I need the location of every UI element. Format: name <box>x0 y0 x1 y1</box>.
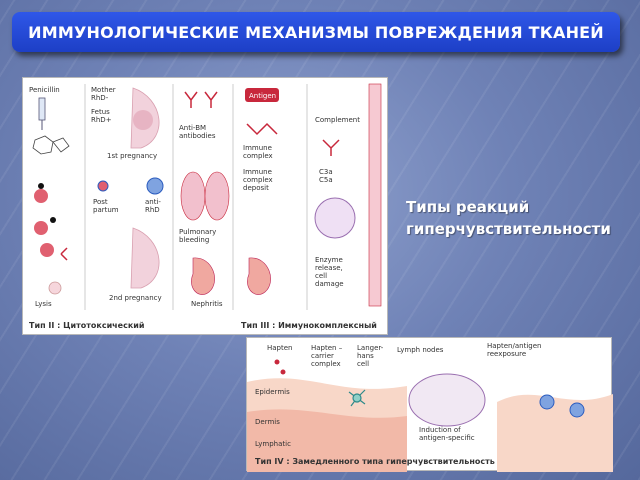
b-cell-icon <box>146 177 164 195</box>
complement-icon <box>322 139 340 156</box>
label-induction-1: Induction of <box>419 426 461 434</box>
kidney-icon <box>191 257 215 295</box>
label-langerhans-1: Langer- <box>357 344 384 352</box>
neutrophil-icon <box>314 197 356 239</box>
label-rhd-minus: RhD- <box>91 94 109 102</box>
caption-type-2: Тип II : Цитотоксический <box>29 321 144 330</box>
hapten-dot <box>38 183 44 189</box>
label-langerhans-3: cell <box>357 360 369 368</box>
hapten-dot <box>280 369 286 375</box>
label-mother: Mother <box>91 86 116 94</box>
epidermis-layer <box>497 394 613 472</box>
label-reexposure-1: Hapten/antigen <box>487 342 541 350</box>
label-hapten-carrier-1: Hapten – <box>311 344 343 352</box>
label-langerhans-2: hans <box>357 352 374 360</box>
label-lysis: Lysis <box>35 300 52 308</box>
label-pulmonary-1: Pulmonary <box>179 228 216 236</box>
red-cell <box>34 221 48 235</box>
label-c3a: C3a <box>319 168 333 176</box>
label-immune-complex-1: Immune <box>243 144 272 152</box>
antibody-icon <box>184 91 218 108</box>
pregnant-belly <box>130 227 160 289</box>
penicillin-molecule-icon <box>32 135 70 155</box>
langerhans-cell-icon <box>348 389 366 407</box>
label-nephritis: Nephritis <box>191 300 223 308</box>
label-post: Post <box>93 198 108 206</box>
label-lymph-nodes: Lymph nodes <box>397 346 444 354</box>
side-label: Типы реакций гиперчувствительности <box>406 196 626 240</box>
label-enzyme-4: damage <box>315 280 344 288</box>
label-dermis: Dermis <box>255 418 280 426</box>
figure-type-4-drawing: Hapten Hapten – carrier complex Langer- … <box>247 342 613 472</box>
side-label-line2: гиперчувствительности <box>406 220 611 238</box>
label-complement: Complement <box>315 116 360 124</box>
red-cell <box>34 189 48 203</box>
label-second-pregnancy: 2nd pregnancy <box>109 294 162 302</box>
label-pulmonary-2: bleeding <box>179 236 209 244</box>
label-enzyme-1: Enzyme <box>315 256 343 264</box>
label-hapten-carrier-3: complex <box>311 360 341 368</box>
label-fetus: Fetus <box>91 108 110 116</box>
label-c5a: C5a <box>319 176 333 184</box>
label-lymphatic: Lymphatic <box>255 440 291 448</box>
antibody-icon <box>60 247 68 261</box>
lymph-node-icon <box>408 373 486 427</box>
antigen-badge <box>245 88 279 102</box>
label-hapten: Hapten <box>267 344 292 352</box>
caption-type-4: Тип IV : Замедленного типа гиперчувствит… <box>255 457 495 466</box>
label-penicillin: Penicillin <box>29 86 60 94</box>
label-epidermis: Epidermis <box>255 388 290 396</box>
label-immune-complex-2: complex <box>243 152 273 160</box>
label-rhd: RhD <box>145 206 160 214</box>
caption-type-3: Тип III : Иммунокомплексный <box>241 321 377 330</box>
label-anti-bm-2: antibodies <box>179 132 216 140</box>
lysed-cell <box>48 281 62 295</box>
rbc-icon <box>97 180 109 192</box>
syringe-icon <box>38 97 46 130</box>
label-rhd-plus: RhD+ <box>91 116 112 124</box>
figure-type-2-3: Penicillin Lysis Mother RhD- Fetus RhD+ … <box>22 77 388 335</box>
label-anti: anti- <box>145 198 161 206</box>
label-deposit-1: Immune <box>243 168 272 176</box>
immune-complex-icon <box>246 122 278 136</box>
side-label-line1: Типы реакций <box>406 198 530 216</box>
figure-type-4: Hapten Hapten – carrier complex Langer- … <box>246 337 613 472</box>
label-induction-2: antigen-specific <box>419 434 475 442</box>
hapten-dot <box>50 217 56 223</box>
hapten-dot <box>274 359 280 365</box>
label-hapten-carrier-2: carrier <box>311 352 334 360</box>
label-reexposure-2: reexposure <box>487 350 526 358</box>
lungs-icon <box>180 171 230 221</box>
vessel-wall <box>368 83 382 307</box>
t-cell-icon <box>539 394 555 410</box>
figure-type-2-3-drawing: Penicillin Lysis Mother RhD- Fetus RhD+ … <box>29 83 382 330</box>
fetus-icon <box>133 110 153 130</box>
red-cell <box>40 243 54 257</box>
t-cell-icon <box>569 402 585 418</box>
label-first-pregnancy: 1st pregnancy <box>107 152 157 160</box>
label-enzyme-2: release, <box>315 264 343 272</box>
kidney-icon <box>247 257 271 295</box>
title-bar: ИММУНОЛОГИЧЕСКИЕ МЕХАНИЗМЫ ПОВРЕЖДЕНИЯ Т… <box>12 12 620 52</box>
label-deposit-2: complex <box>243 176 273 184</box>
label-deposit-3: deposit <box>243 184 269 192</box>
label-partum: partum <box>93 206 119 214</box>
slide-title: ИММУНОЛОГИЧЕСКИЕ МЕХАНИЗМЫ ПОВРЕЖДЕНИЯ Т… <box>28 22 604 42</box>
dermis-layer <box>247 409 407 472</box>
label-enzyme-3: cell <box>315 272 327 280</box>
label-anti-bm-1: Anti-BM <box>179 124 206 132</box>
label-antigen: Antigen <box>249 92 276 100</box>
